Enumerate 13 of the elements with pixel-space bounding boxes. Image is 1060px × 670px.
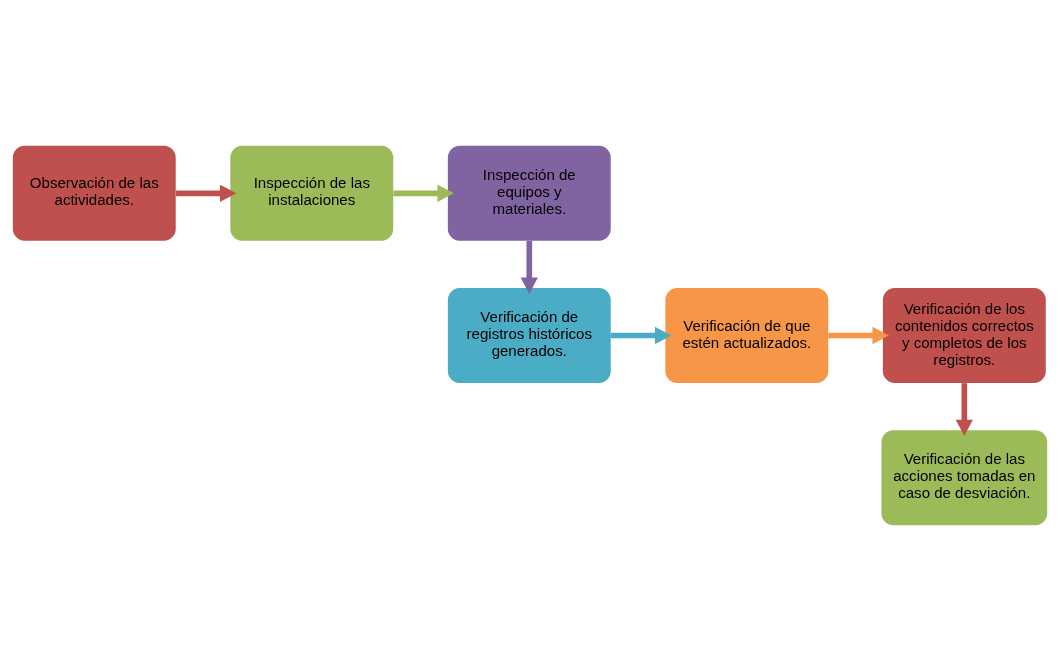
arrow bbox=[520, 240, 538, 294]
arrow bbox=[175, 184, 237, 202]
node-box: Inspección de equipos y materiales. bbox=[447, 145, 611, 241]
arrow bbox=[393, 184, 454, 202]
arrow bbox=[610, 326, 672, 344]
arrow bbox=[828, 326, 889, 344]
arrow bbox=[955, 382, 973, 436]
node-box: Verificación de registros históricos generados. bbox=[447, 287, 611, 383]
node-box: Observación de las actividades. bbox=[12, 145, 176, 241]
node-box: Verificación de las acciones tomadas en caso de desviación. bbox=[881, 429, 1048, 525]
node-box: Verificación de los contenidos correctos y completos de los registros. bbox=[882, 287, 1046, 383]
node-box: Verificación de que estén actualizados. bbox=[665, 287, 829, 383]
node-box: Inspección de las instalaciones bbox=[230, 145, 394, 241]
